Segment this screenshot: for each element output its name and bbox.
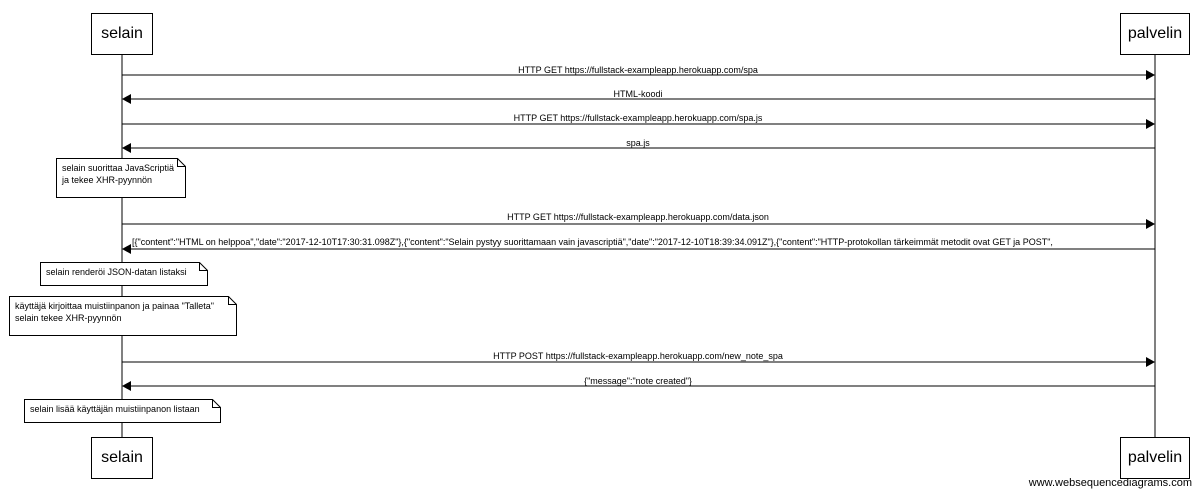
note-shape <box>40 262 208 286</box>
note-box: selain lisää käyttäjän muistiinpanon lis… <box>24 399 221 423</box>
message-arrowhead <box>122 244 131 254</box>
note-line: selain lisää käyttäjän muistiinpanon lis… <box>30 404 200 414</box>
note-line: käyttäjä kirjoittaa muistiinpanon ja pai… <box>15 301 215 311</box>
note-box: selain suorittaa JavaScriptiä ja tekee X… <box>56 158 186 198</box>
message-label: HTML-koodi <box>613 89 663 99</box>
actor-client-top: selain <box>91 13 153 55</box>
message-label: HTTP GET https://fullstack-exampleapp.he… <box>513 113 763 123</box>
note-box: käyttäjä kirjoittaa muistiinpanon ja pai… <box>9 296 237 336</box>
actor-client-top-label: selain <box>101 25 143 42</box>
message-arrowhead <box>1146 119 1155 129</box>
note-shape <box>24 399 221 423</box>
message-arrowhead <box>122 94 131 104</box>
message-arrowhead <box>122 381 131 391</box>
watermark: www.websequencediagrams.com <box>1028 477 1192 489</box>
message-label: spa.js <box>626 138 650 148</box>
actor-server-bottom: palvelin <box>1120 437 1190 479</box>
message-arrowhead <box>122 143 131 153</box>
note-line: selain tekee XHR-pyynnön <box>15 313 122 323</box>
note-shape <box>56 158 186 198</box>
note-line: selain suorittaa JavaScriptiä <box>62 163 175 173</box>
message-label: {"message":"note created"} <box>584 376 692 386</box>
note-box: selain renderöi JSON-datan listaksi <box>40 262 208 286</box>
message-label: HTTP POST https://fullstack-exampleapp.h… <box>493 351 783 361</box>
note-line: selain renderöi JSON-datan listaksi <box>46 267 187 277</box>
actor-server-top-label: palvelin <box>1127 25 1183 42</box>
message-label: HTTP GET https://fullstack-exampleapp.he… <box>518 65 758 75</box>
message-arrowhead <box>1146 70 1155 80</box>
note-shape <box>9 296 237 336</box>
message-arrowhead <box>1146 219 1155 229</box>
message-label: [{"content":"HTML on helppoa","date":"20… <box>132 237 1053 247</box>
note-line: ja tekee XHR-pyynnön <box>62 175 153 185</box>
message-label: HTTP GET https://fullstack-exampleapp.he… <box>507 212 769 222</box>
message-arrowhead <box>1146 357 1155 367</box>
actor-server-bottom-label: palvelin <box>1127 449 1183 466</box>
actor-client-bottom-label: selain <box>101 449 143 466</box>
actor-server-top: palvelin <box>1120 13 1190 55</box>
actor-client-bottom: selain <box>91 437 153 479</box>
